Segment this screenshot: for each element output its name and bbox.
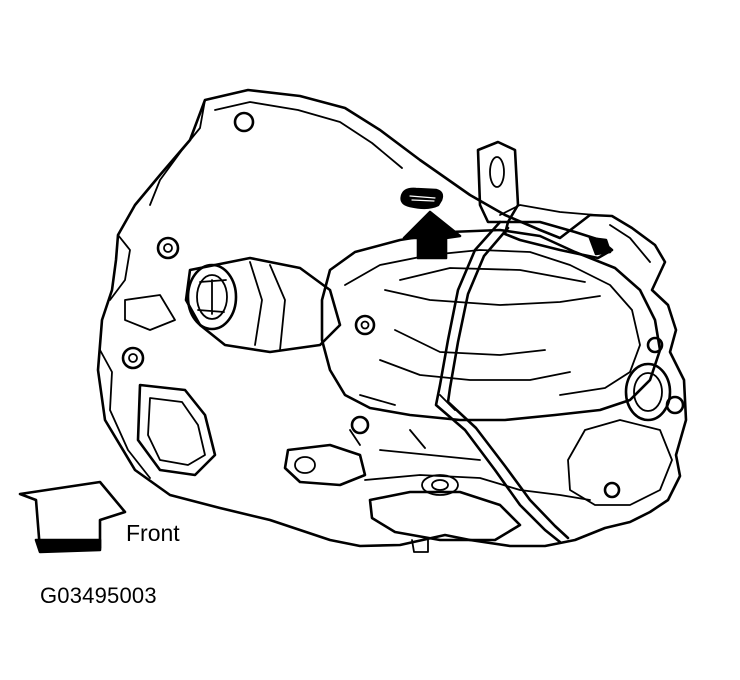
input-shaft-bore <box>186 263 238 331</box>
clutch-housing-outline <box>96 88 688 548</box>
case-flange-inner <box>344 249 641 396</box>
bolt-boss <box>156 236 180 260</box>
breather-tube <box>434 220 562 544</box>
lower-mount-hole <box>294 456 316 474</box>
lower-case-edge <box>364 474 591 501</box>
output-shaft-seal <box>633 372 663 412</box>
location-target-hatch <box>409 195 436 202</box>
location-arrow-icon <box>402 210 462 260</box>
input-shaft-spline <box>197 279 227 315</box>
lower-mount-boss <box>283 443 367 487</box>
bolt-boss <box>163 243 173 253</box>
lower-case-rib <box>349 429 481 461</box>
case-bolt <box>646 336 664 354</box>
housing-flange-edge <box>99 349 151 479</box>
case-rib <box>394 329 546 356</box>
bolt-boss <box>121 346 145 370</box>
mounting-bracket <box>476 140 520 224</box>
housing-left-edge <box>109 234 131 301</box>
access-plate-inner <box>147 397 206 466</box>
bracket-slot <box>489 156 505 188</box>
case-bolt <box>360 320 370 330</box>
lower-drain-plug <box>431 479 449 491</box>
input-shaft-bore-inner <box>196 274 228 320</box>
access-plate <box>136 383 217 477</box>
housing-top-lip <box>214 101 403 169</box>
input-shaft-housing <box>184 256 342 354</box>
front-label: Front <box>126 520 180 546</box>
housing-pocket <box>124 294 176 331</box>
output-shaft-boss <box>624 362 672 422</box>
bolt-boss <box>128 353 138 363</box>
breather-clip <box>588 236 612 256</box>
case-rib <box>399 267 586 283</box>
case-bolt <box>350 415 370 435</box>
bottom-stud <box>411 539 429 553</box>
housing-left-rib <box>149 99 206 206</box>
lower-case-lump <box>368 490 522 542</box>
case-bolt <box>603 481 621 499</box>
case-bolt <box>354 314 376 336</box>
figure-id: G03495003 <box>40 583 157 608</box>
front-arrow-shadow <box>34 538 102 554</box>
differential-cover <box>567 419 673 506</box>
case-shoulder <box>499 204 651 263</box>
lower-drain-boss <box>421 474 459 496</box>
breather-tube <box>446 226 570 540</box>
case-rib <box>384 289 601 306</box>
input-shaft-sleeve <box>249 261 286 351</box>
bolt-boss <box>233 111 255 133</box>
case-rib <box>379 359 571 381</box>
location-target <box>400 187 444 210</box>
